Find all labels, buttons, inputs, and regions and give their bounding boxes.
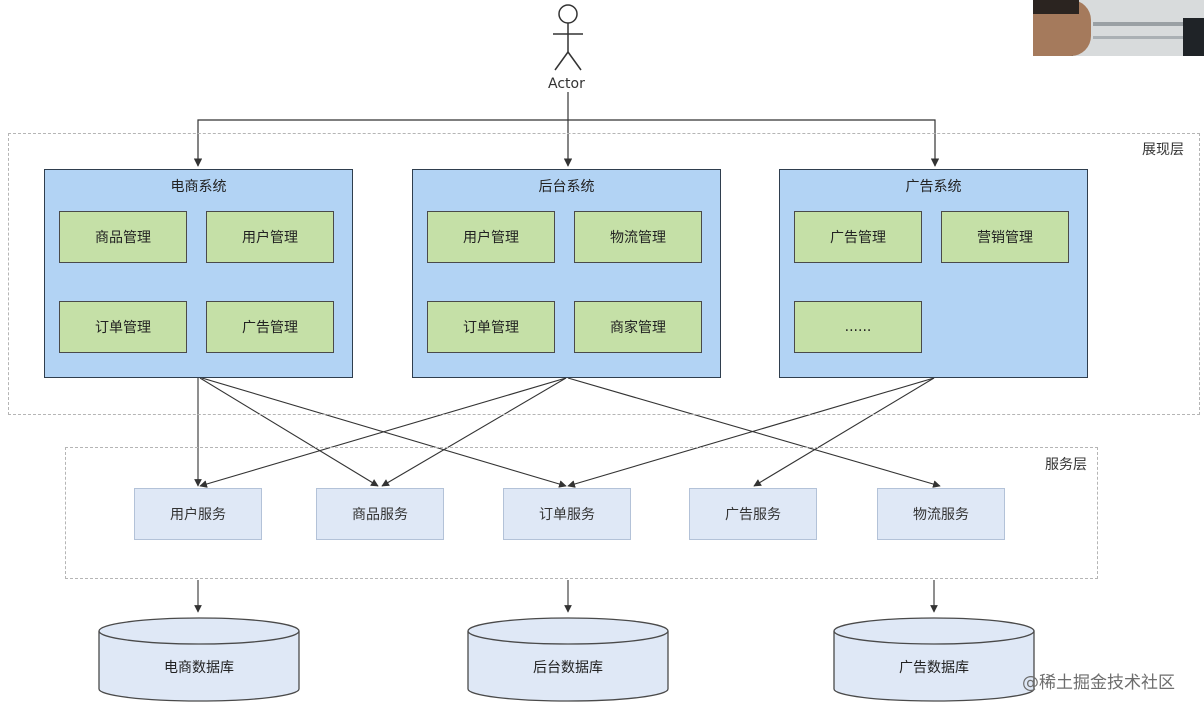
connector-backend-product-service xyxy=(381,377,567,487)
ad-system-title: 广告系统 xyxy=(905,179,962,195)
actor-figure xyxy=(553,4,583,71)
presentation-layer xyxy=(8,133,1200,415)
ad-system[interactable]: 广告系统 广告管理 营销管理 ...... xyxy=(779,169,1088,378)
database-ecommerce[interactable]: 电商数据库 xyxy=(97,615,301,703)
backend-system[interactable]: 后台系统 用户管理 物流管理 订单管理 商家管理 xyxy=(412,169,721,378)
module-ad-management[interactable]: 广告管理 xyxy=(206,301,334,353)
backend-system-title: 后台系统 xyxy=(538,179,595,195)
service-layer-label: 服务层 xyxy=(1045,457,1087,473)
presentation-layer-label: 展现层 xyxy=(1142,142,1184,158)
database-label: 后台数据库 xyxy=(533,660,603,676)
webcam-thumbnail xyxy=(1033,0,1204,56)
connector-actor-ads xyxy=(568,119,940,167)
module-logistics-management[interactable]: 物流管理 xyxy=(574,211,702,263)
service-order[interactable]: 订单服务 xyxy=(503,488,631,540)
service-layer xyxy=(65,447,1098,579)
module-user-management[interactable]: 用户管理 xyxy=(427,211,555,263)
service-product[interactable]: 商品服务 xyxy=(316,488,444,540)
actor-label: Actor xyxy=(548,76,585,92)
module-marketing-management[interactable]: 营销管理 xyxy=(941,211,1069,263)
database-label: 电商数据库 xyxy=(164,660,234,676)
connector-backend-user-service xyxy=(199,377,567,488)
connector-ads-order-service xyxy=(567,377,935,488)
module-merchant-management[interactable]: 商家管理 xyxy=(574,301,702,353)
connector-ads-ad-service xyxy=(753,377,935,487)
database-cylinder-icon xyxy=(467,617,669,702)
ecommerce-system-title: 电商系统 xyxy=(170,179,227,195)
ecommerce-system[interactable]: 电商系统 商品管理 用户管理 订单管理 广告管理 xyxy=(44,169,353,378)
database-cylinder-icon xyxy=(98,617,300,702)
service-ad[interactable]: 广告服务 xyxy=(689,488,817,540)
database-label: 广告数据库 xyxy=(899,660,969,676)
module-ad-management[interactable]: 广告管理 xyxy=(794,211,922,263)
watermark: @稀土掘金技术社区 xyxy=(1022,673,1175,693)
module-order-management[interactable]: 订单管理 xyxy=(427,301,555,353)
module-more-ellipsis[interactable]: ...... xyxy=(794,301,922,353)
database-ads[interactable]: 广告数据库 xyxy=(832,615,1036,703)
service-logistics[interactable]: 物流服务 xyxy=(877,488,1005,540)
connector-ecommerce-product-service xyxy=(199,377,379,487)
module-user-management[interactable]: 用户管理 xyxy=(206,211,334,263)
module-product-management[interactable]: 商品管理 xyxy=(59,211,187,263)
connector-actor-ecommerce xyxy=(193,119,568,167)
module-order-management[interactable]: 订单管理 xyxy=(59,301,187,353)
connector-backend-logistics-service xyxy=(567,377,941,488)
service-user[interactable]: 用户服务 xyxy=(134,488,262,540)
database-cylinder-icon xyxy=(833,617,1035,702)
database-backend[interactable]: 后台数据库 xyxy=(466,615,670,703)
